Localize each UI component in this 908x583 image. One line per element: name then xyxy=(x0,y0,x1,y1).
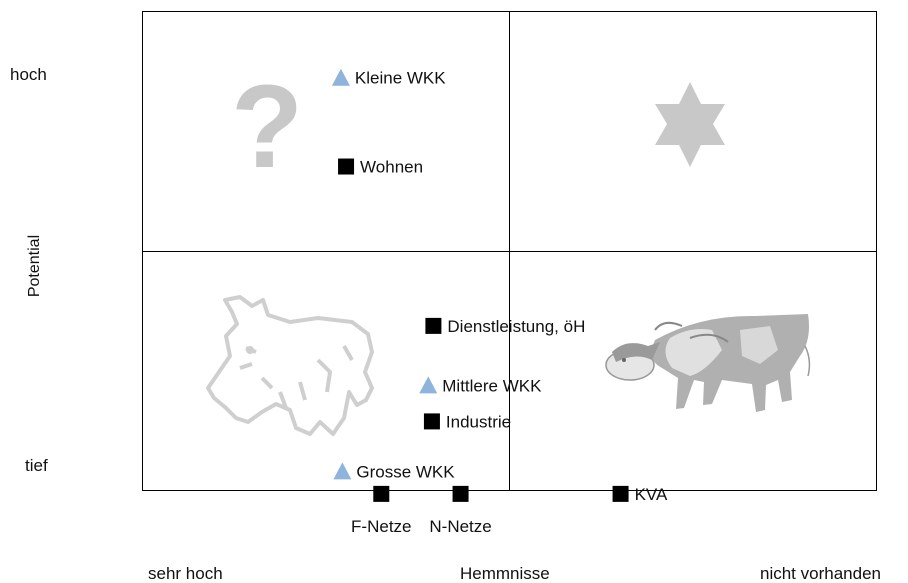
question-mark-icon: ? xyxy=(231,61,303,193)
point-label-dienstleistung-oh: Dienstleistung, öH xyxy=(447,317,585,336)
point-marker-kleine-wkk xyxy=(331,68,350,86)
point-marker-industrie xyxy=(423,413,440,430)
point-marker-grosse-wkk xyxy=(333,462,352,480)
point-marker-kva xyxy=(612,485,629,502)
point-marker-mittlere-wkk xyxy=(419,376,438,394)
point-label-mittlere-wkk: Mittlere WKK xyxy=(442,376,542,395)
cow-icon xyxy=(605,314,811,412)
y-tick-low: tief xyxy=(25,456,48,475)
point-label-n-netze: N-Netze xyxy=(429,517,491,536)
star-icon xyxy=(655,82,725,167)
point-label-kva: KVA xyxy=(635,485,668,504)
point-label-f-netze: F-Netze xyxy=(351,517,411,536)
point-marker-wohnen xyxy=(338,158,355,175)
x-tick-right: nicht vorhanden xyxy=(760,564,881,583)
point-label-grosse-wkk: Grosse WKK xyxy=(356,462,455,481)
dog-icon xyxy=(206,295,374,436)
point-marker-dienstleistung-oh xyxy=(425,317,442,334)
point-marker-n-netze xyxy=(452,485,469,502)
x-axis-label: Hemmnisse xyxy=(460,564,550,583)
point-marker-f-netze xyxy=(373,485,390,502)
point-label-kleine-wkk: Kleine WKK xyxy=(355,69,446,88)
point-label-wohnen: Wohnen xyxy=(360,158,423,177)
x-tick-left: sehr hoch xyxy=(148,564,223,583)
y-tick-high: hoch xyxy=(10,65,47,84)
point-label-industrie: Industrie xyxy=(446,412,511,431)
